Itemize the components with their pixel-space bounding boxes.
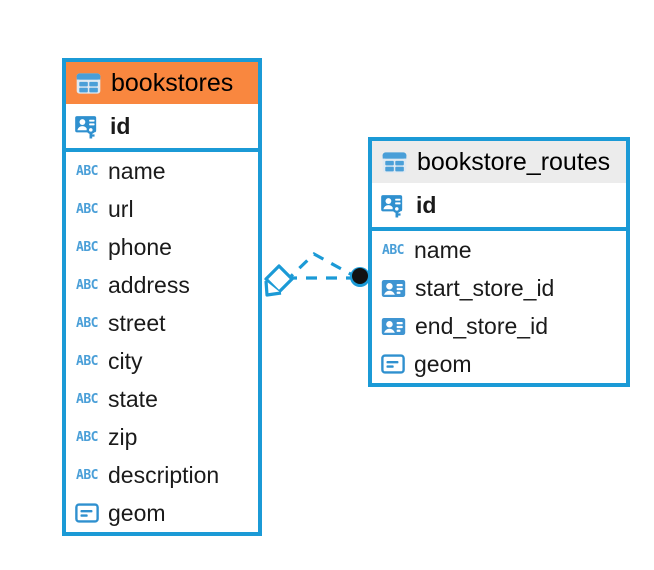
table-icon: [76, 72, 101, 94]
field-label: name: [414, 236, 472, 263]
entity-bookstores[interactable]: bookstores id ABC name: [62, 58, 262, 536]
primary-key-divider: [66, 148, 258, 152]
text-type-icon: ABC: [76, 277, 98, 293]
field-row-city[interactable]: ABC city: [66, 342, 258, 380]
primary-key-divider: [372, 227, 626, 231]
field-label: city: [108, 347, 143, 374]
field-label: id: [110, 112, 131, 139]
field-row-start-store-id[interactable]: start_store_id: [372, 269, 626, 307]
foreign-key-icon: [381, 317, 406, 335]
field-row-url[interactable]: ABC url: [66, 190, 258, 228]
text-type-icon: ABC: [76, 315, 98, 331]
primary-key-icon: [75, 116, 97, 139]
entity-header-bookstore-routes[interactable]: bookstore_routes: [372, 141, 626, 183]
field-row-street[interactable]: ABC street: [66, 304, 258, 342]
diamond-cardinality-marker: [264, 264, 294, 297]
field-label: url: [108, 195, 134, 222]
field-label: state: [108, 385, 158, 412]
field-label: street: [108, 309, 166, 336]
field-row-name[interactable]: ABC name: [372, 231, 626, 269]
field-label: name: [108, 157, 166, 184]
field-row-id[interactable]: id: [66, 104, 258, 148]
field-row-zip[interactable]: ABC zip: [66, 418, 258, 456]
field-row-description[interactable]: ABC description: [66, 456, 258, 494]
field-row-phone[interactable]: ABC phone: [66, 228, 258, 266]
text-type-icon: ABC: [76, 239, 98, 255]
field-label: geom: [414, 350, 472, 377]
field-label: zip: [108, 423, 138, 450]
entity-bookstore-routes[interactable]: bookstore_routes id ABC na: [368, 137, 630, 387]
field-row-state[interactable]: ABC state: [66, 380, 258, 418]
entity-header-bookstores[interactable]: bookstores: [66, 62, 258, 104]
field-label: id: [416, 191, 437, 218]
text-type-icon: ABC: [76, 163, 98, 179]
relationship-line-upper: [283, 252, 357, 284]
text-type-icon: ABC: [76, 467, 98, 483]
text-type-icon: ABC: [76, 201, 98, 217]
geometry-type-icon: [381, 354, 405, 374]
text-type-icon: ABC: [76, 429, 98, 445]
field-label: geom: [108, 499, 166, 526]
primary-key-icon: [381, 195, 403, 218]
table-icon: [382, 151, 407, 173]
text-type-icon: ABC: [382, 242, 404, 258]
field-row-name[interactable]: ABC name: [66, 152, 258, 190]
field-row-address[interactable]: ABC address: [66, 266, 258, 304]
text-type-icon: ABC: [76, 391, 98, 407]
field-label: address: [108, 271, 190, 298]
field-row-geom[interactable]: geom: [66, 494, 258, 532]
foreign-key-icon: [381, 279, 406, 297]
field-label: phone: [108, 233, 172, 260]
entity-title: bookstores: [111, 68, 234, 97]
field-label: start_store_id: [415, 274, 555, 301]
field-row-geom[interactable]: geom: [372, 345, 626, 383]
text-type-icon: ABC: [76, 353, 98, 369]
field-row-id[interactable]: id: [372, 183, 626, 227]
field-row-end-store-id[interactable]: end_store_id: [372, 307, 626, 345]
entity-title: bookstore_routes: [417, 147, 611, 176]
geometry-type-icon: [75, 503, 99, 523]
field-label: end_store_id: [415, 312, 548, 339]
filled-circle-cardinality-marker: [350, 267, 370, 287]
field-label: description: [108, 461, 220, 488]
